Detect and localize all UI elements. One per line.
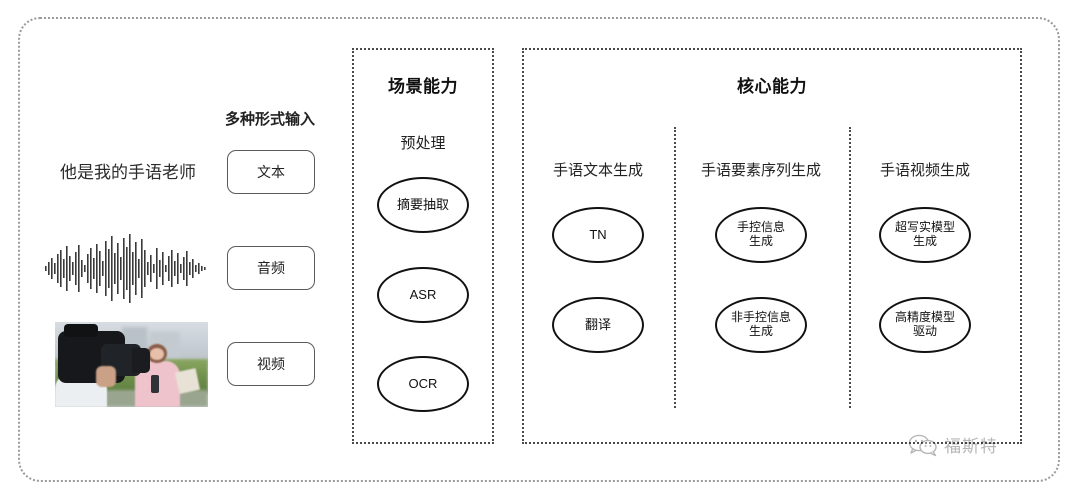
photo-microphone [151,374,160,394]
outer-frame [18,17,1060,482]
input-chip-text[interactable]: 文本 [227,150,315,194]
node-manual-signal-generation[interactable]: 手控信息 生成 [715,207,807,263]
watermark-text: 福斯特 [944,437,998,456]
node-translation[interactable]: 翻译 [552,297,644,353]
photo-camera-hood [131,347,150,373]
node-asr[interactable]: ASR [377,267,469,323]
photo-reporter-face [149,347,164,361]
core-capability-panel: 核心能力 [522,48,1022,444]
node-high-precision-model-driving[interactable]: 高精度模型 驱动 [879,297,971,353]
node-photorealistic-model-generation[interactable]: 超写实模型 生成 [879,207,971,263]
core-column-label-video-generation: 手语视频生成 [879,162,971,179]
photo-camera-top [64,323,98,338]
audio-waveform-icon [44,232,208,304]
camera-operator-photo [55,322,208,407]
scene-capability-panel: 场景能力 [352,48,494,444]
core-column-divider [674,127,676,408]
sample-text: 他是我的手语老师 [60,163,196,182]
photo-hand [96,366,117,387]
node-non-manual-signal-generation[interactable]: 非手控信息 生成 [715,297,807,353]
input-chip-audio[interactable]: 音频 [227,246,315,290]
input-chip-video[interactable]: 视频 [227,342,315,386]
core-column-label-text-generation: 手语文本生成 [552,162,644,179]
core-column-label-element-sequence: 手语要素序列生成 [700,162,822,179]
wechat-bubbles-icon [908,433,938,457]
node-ocr[interactable]: OCR [377,356,469,412]
node-summary-extraction[interactable]: 摘要抽取 [377,177,469,233]
core-column-divider [849,127,851,408]
watermark: 福斯特 [908,432,998,457]
core-panel-title: 核心能力 [737,77,807,96]
scene-preprocess-label: 预处理 [400,135,446,152]
node-tn[interactable]: TN [552,207,644,263]
input-section-title: 多种形式输入 [224,111,316,128]
scene-panel-title: 场景能力 [388,77,458,96]
